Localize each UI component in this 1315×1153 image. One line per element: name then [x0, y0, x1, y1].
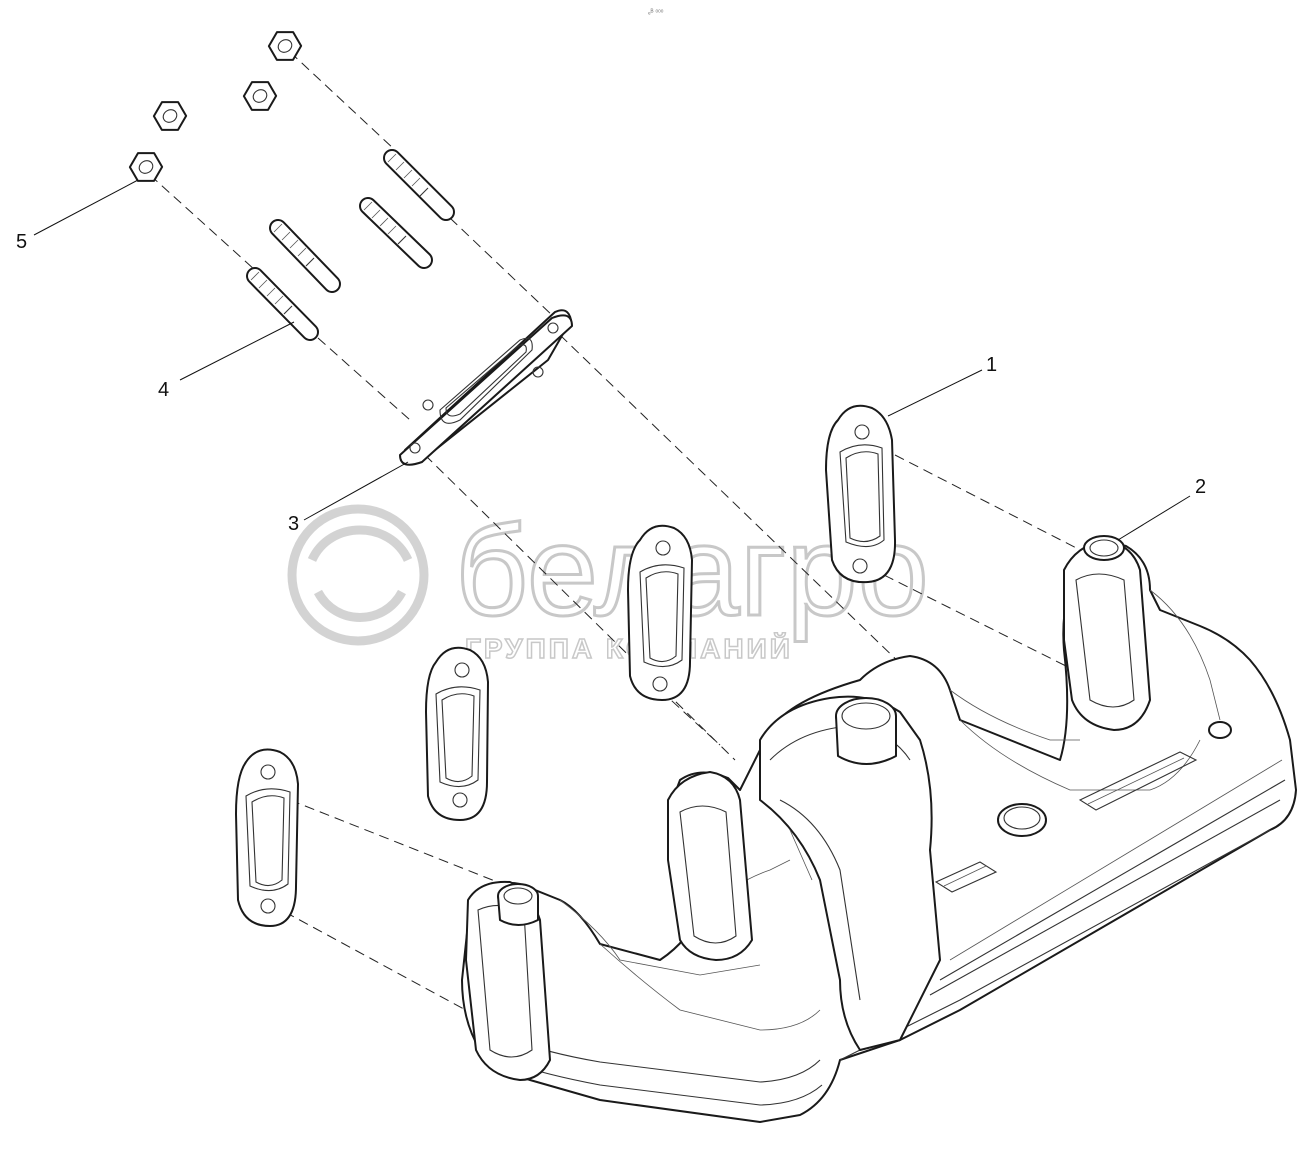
stud-2 [359, 197, 433, 269]
leader-lines [33, 179, 1191, 541]
assembly-lines [149, 51, 1091, 1016]
callout-5: 5 [16, 231, 27, 253]
stud-4 [246, 267, 319, 341]
callout-2: 2 [1195, 476, 1206, 498]
watermark-logo [287, 504, 429, 646]
stud-3 [269, 219, 341, 293]
flange-gasket [399, 309, 573, 466]
exhaust-manifold [461, 535, 1297, 1123]
port-gasket-1 [825, 404, 897, 584]
port-gasket-3 [425, 646, 489, 821]
callout-3: 3 [288, 513, 299, 535]
port-gasket-2 [627, 524, 693, 701]
stud-1 [383, 149, 455, 221]
callout-4: 4 [158, 379, 169, 401]
drawing-code: ₑᴮ ᵒᵒᵒ [648, 9, 664, 16]
port-gasket-4 [235, 748, 299, 927]
nut-1 [267, 31, 303, 61]
nut-2 [242, 81, 278, 111]
watermark-subtitle: ГРУППА КОМПАНИЙ [465, 632, 793, 664]
callout-1: 1 [986, 354, 997, 376]
nut-4 [128, 152, 164, 182]
nut-3 [152, 101, 188, 131]
